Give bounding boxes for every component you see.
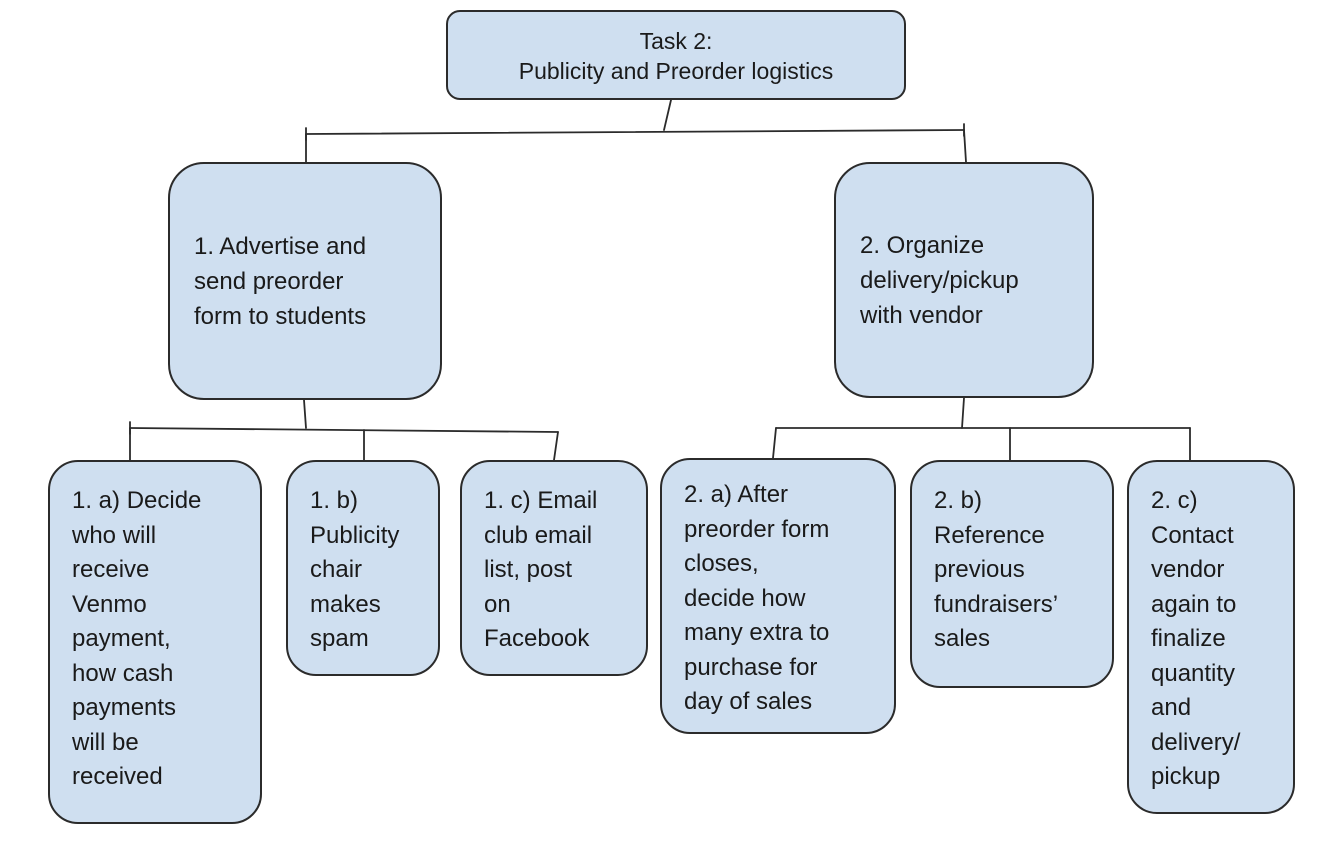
node-line: preorder form	[684, 515, 830, 543]
node-line: Facebook	[484, 625, 590, 652]
node-line: closes,	[684, 550, 759, 577]
node-line: 1. a) Decide	[72, 487, 202, 514]
node-line: form to students	[194, 302, 367, 330]
connector-root-stem	[663, 99, 672, 131]
node-line: purchase for	[684, 653, 818, 681]
node-line: 1. b)	[310, 487, 359, 514]
node-line: 2. Organize	[860, 231, 985, 259]
node-line: Publicity	[310, 521, 400, 549]
leaf-node-1c: 1. c) Email club email list, post on Fac…	[460, 460, 648, 676]
node-line: vendor	[1151, 556, 1225, 583]
node-line: quantity	[1151, 659, 1236, 687]
subtask-node-organize: 2. Organize delivery/pickup with vendor	[834, 162, 1094, 398]
connector-drop-2a	[772, 427, 777, 459]
node-line: send preorder	[194, 267, 344, 295]
root-line: Task 2:	[639, 28, 713, 54]
node-line: decide how	[684, 584, 806, 612]
node-line: delivery/	[1151, 728, 1241, 756]
node-line: delivery/pickup	[860, 266, 1019, 294]
leaf-node-2a: 2. a) After preorder form closes, decide…	[660, 458, 896, 734]
connector-drop-1c	[553, 431, 559, 461]
node-line: spam	[310, 625, 369, 652]
node-line: list, post	[484, 556, 573, 583]
node-line: previous	[934, 556, 1025, 583]
subtask-node-advertise: 1. Advertise and send preorder form to s…	[168, 162, 442, 400]
node-line: club email	[484, 521, 593, 549]
node-line: will be	[72, 728, 139, 756]
node-line: 2. c)	[1151, 487, 1198, 514]
node-line: again to	[1151, 590, 1237, 618]
node-line: Reference	[934, 521, 1045, 549]
node-line: chair	[310, 556, 363, 583]
node-line: how cash	[72, 659, 174, 687]
node-line: Venmo	[72, 590, 147, 618]
node-line: sales	[934, 625, 991, 652]
node-line: finalize	[1151, 625, 1226, 652]
node-line: with vendor	[860, 301, 983, 329]
connector-branch-1-bracket	[129, 427, 559, 433]
root-task-node: Task 2: Publicity and Preorder logistics	[446, 10, 906, 100]
connector-root-bracket	[305, 129, 965, 135]
node-line: pickup	[1151, 763, 1221, 790]
node-line: received	[72, 763, 163, 790]
node-line: receive	[72, 556, 150, 583]
node-line: who will	[72, 521, 157, 549]
node-line: and	[1151, 694, 1192, 721]
leaf-node-1b: 1. b) Publicity chair makes spam	[286, 460, 440, 676]
node-line: 2. a) After	[684, 481, 789, 508]
node-line: many extra to	[684, 619, 830, 646]
connector-drop-branch-2	[963, 129, 967, 163]
leaf-node-1a: 1. a) Decide who will receive Venmo paym…	[48, 460, 262, 824]
node-line: 2. b)	[934, 487, 983, 514]
node-line: payments	[72, 694, 177, 721]
node-line: fundraisers’	[934, 590, 1059, 618]
connector-branch-2-stem	[961, 397, 965, 429]
node-line: makes	[310, 590, 381, 618]
node-line: payment,	[72, 625, 171, 652]
leaf-node-2b: 2. b) Reference previous fundraisers’ sa…	[910, 460, 1114, 688]
node-line: on	[484, 590, 511, 618]
node-line: 1. Advertise and	[194, 232, 367, 260]
root-line: Publicity and Preorder logistics	[518, 58, 834, 84]
leaf-node-2c: 2. c) Contact vendor again to finalize q…	[1127, 460, 1295, 814]
node-line: Contact	[1151, 521, 1234, 549]
node-line: 1. c) Email	[484, 487, 598, 514]
connector-branch-1-stem	[303, 399, 307, 429]
node-line: day of sales	[684, 688, 813, 715]
